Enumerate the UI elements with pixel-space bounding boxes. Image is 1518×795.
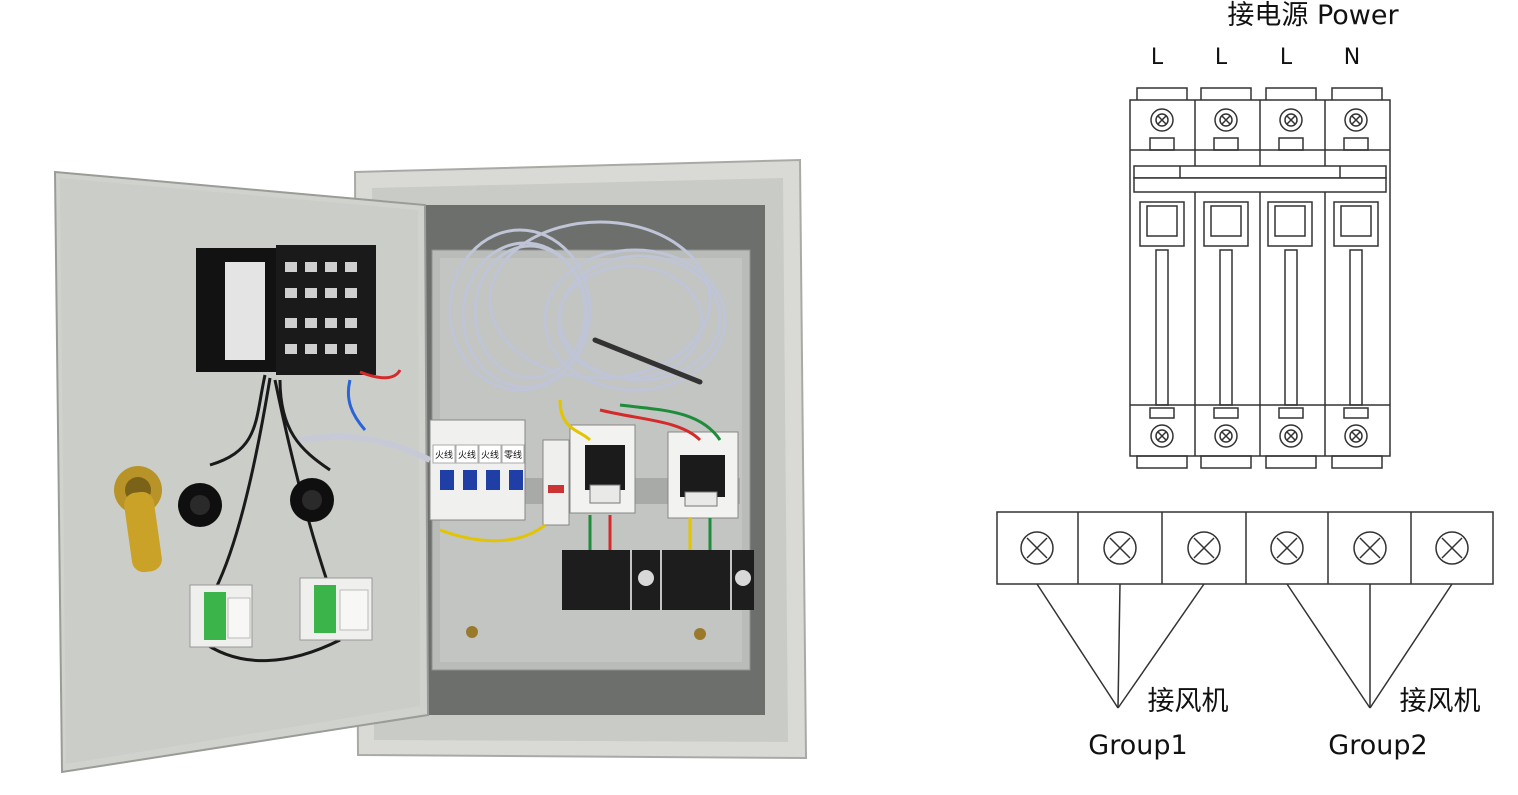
temperature-probe [592, 337, 703, 385]
breaker-label-4: 零线 [504, 449, 522, 461]
fan-terminal-screws [1020, 531, 1469, 565]
door-lock [114, 466, 162, 573]
fan-terminal-diagram: 接风机 Group1 接风机 Group2 [996, 511, 1494, 761]
fan-leads [1036, 583, 1453, 709]
power-title: 接电源 Power [1227, 0, 1399, 31]
selector-switch-1 [189, 584, 253, 648]
cabinet-photo: 火线 火线 火线 零线 [53, 158, 808, 774]
contactor-2 [667, 431, 739, 519]
breaker-label-3: 火线 [481, 449, 499, 461]
power-terminal-diagram: 接电源 Power L L L N [1129, 0, 1400, 469]
main-breaker: 火线 火线 火线 零线 [429, 419, 526, 521]
breaker-label-1: 火线 [435, 449, 453, 461]
group1-label-en: Group1 [1088, 730, 1187, 761]
four-pole-breaker-drawing [1129, 87, 1391, 469]
fuse-module [542, 439, 570, 526]
contactor-1 [569, 424, 636, 514]
sensor-cable-coil [448, 220, 727, 392]
relay-block-1 [562, 550, 660, 610]
terminal-label-2: L [1215, 45, 1228, 70]
temperature-controller [196, 245, 376, 375]
breaker-label-2: 火线 [458, 449, 476, 461]
group2-label-en: Group2 [1328, 730, 1427, 761]
indicator-lamp-2 [290, 478, 334, 522]
terminal-label-4: N [1344, 45, 1360, 70]
group2-label-cn: 接风机 [1400, 686, 1481, 717]
internal-wiring [439, 399, 722, 550]
relay-block-2 [662, 550, 754, 610]
terminal-label-3: L [1280, 45, 1293, 70]
terminal-label-1: L [1151, 45, 1164, 70]
selector-switch-2 [299, 577, 373, 641]
group1-label-cn: 接风机 [1148, 686, 1229, 717]
indicator-lamp-1 [178, 483, 222, 527]
